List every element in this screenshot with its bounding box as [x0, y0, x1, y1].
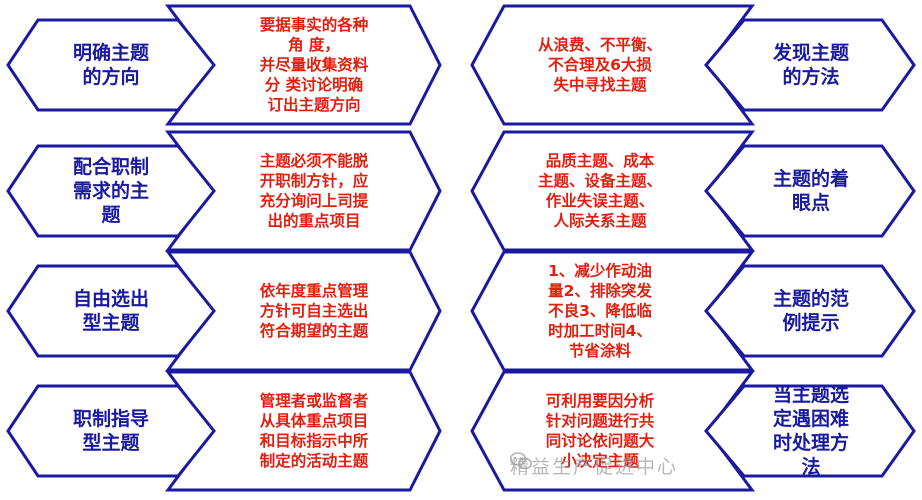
wechat-icon [510, 452, 532, 470]
right-title-2: 主题的着 眼点 [772, 168, 849, 214]
right-chevron-3 [470, 250, 755, 372]
left-title-1: 明确主题 的方向 [72, 42, 149, 88]
left-desc-4: 管理者或监督者 从具体重点项目 和目标指示中所 制定的活动主题 [259, 392, 369, 470]
right-chevron-2 [470, 130, 755, 252]
right-hexagon-4 [704, 384, 916, 478]
right-hexagon-3 [704, 264, 916, 358]
right-chevron-1 [470, 4, 755, 126]
left-desc-1: 要据事实的各种 角 度， 并尽量收集资料 分 类讨论明确 订出主题方向 [259, 16, 369, 114]
right-hexagon-2 [704, 144, 916, 238]
right-hexagon-1 [704, 18, 916, 112]
left-hexagon-2 [6, 144, 216, 238]
right-title-4: 当主题选 定遇困难 时处理方 法 [772, 384, 849, 478]
left-desc-2: 主题必须不能脱 开职制方针，应 充分询问上司提 出的重点项目 [259, 152, 369, 230]
right-desc-4: 可利用要因分析 针对问题进行共 同讨论依问题大 小决定主题 [545, 392, 655, 470]
right-desc-2: 品质主题、成本 主题、设备主题、 作业失误主题、 人际关系主题 [537, 152, 662, 230]
watermark-text: 精益生产促进中心 [510, 455, 679, 478]
left-title-2: 配合职制 需求的主 题 [72, 156, 149, 226]
watermark: 精益生产促进中心 [510, 452, 900, 478]
left-title-4: 职制指导 型主题 [72, 408, 149, 454]
right-title-1: 发现主题 的方法 [772, 42, 849, 88]
right-title-3: 主题的范 例提示 [772, 288, 849, 334]
left-title-3: 自由选出 型主题 [72, 288, 149, 334]
right-desc-1: 从浪费、不平衡、 不合理及6大损 失中寻找主题 [537, 36, 662, 94]
left-hexagon-4 [6, 384, 216, 478]
left-hexagon-3 [6, 264, 216, 358]
right-desc-3: 1、减少作动油 量2、排除突发 不良3、降低临 时加工时间4、 节省涂料 [548, 262, 652, 360]
left-desc-3: 依年度重点管理 方针可自主选出 符合期望的主题 [259, 282, 369, 340]
right-chevron-4 [470, 370, 755, 492]
left-hexagon-1 [6, 18, 216, 112]
